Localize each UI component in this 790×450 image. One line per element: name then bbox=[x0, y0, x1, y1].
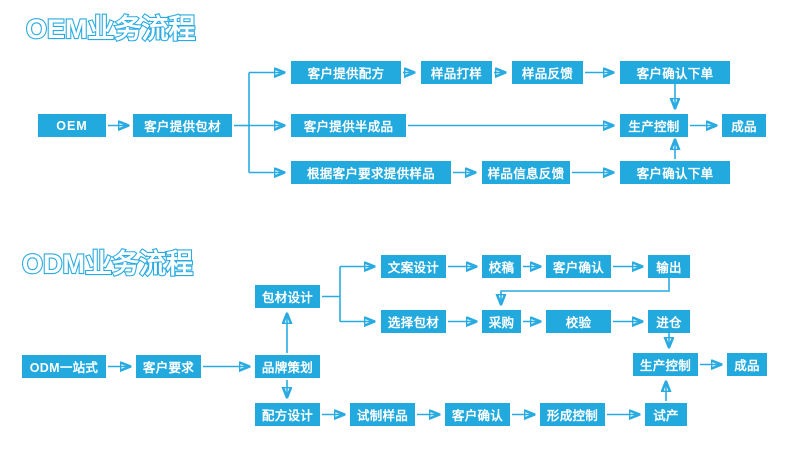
node-odm-copy-3[interactable]: 客户确认 bbox=[546, 255, 611, 278]
node-odm-start[interactable]: ODM一站式 bbox=[22, 355, 106, 378]
node-odm-form-2[interactable]: 试制样品 bbox=[350, 403, 415, 426]
node-oem-stage2[interactable]: 客户提供包材 bbox=[133, 114, 232, 137]
node-oem-b3-s3[interactable]: 客户确认下单 bbox=[620, 161, 730, 184]
node-oem-start[interactable]: OEM bbox=[38, 114, 106, 137]
node-odm-form-3[interactable]: 客户确认 bbox=[445, 403, 510, 426]
node-oem-b1-s2[interactable]: 样品打样 bbox=[421, 61, 492, 84]
node-oem-production[interactable]: 生产控制 bbox=[620, 114, 688, 137]
node-odm-mat-4[interactable]: 进仓 bbox=[648, 310, 690, 333]
node-odm-copy-1[interactable]: 文案设计 bbox=[381, 255, 446, 278]
section-title-oem: OEM业务流程 bbox=[25, 14, 197, 44]
node-odm-production[interactable]: 生产控制 bbox=[633, 353, 698, 376]
node-odm-packaging[interactable]: 包材设计 bbox=[255, 285, 320, 308]
node-odm-mat-3[interactable]: 校验 bbox=[546, 310, 611, 333]
node-odm-requirement[interactable]: 客户要求 bbox=[136, 355, 201, 378]
node-odm-copy-4[interactable]: 输出 bbox=[648, 255, 690, 278]
node-odm-form-5[interactable]: 试产 bbox=[645, 403, 687, 426]
node-odm-mat-2[interactable]: 采购 bbox=[482, 310, 521, 333]
node-odm-mat-1[interactable]: 选择包材 bbox=[381, 310, 446, 333]
node-odm-form-1[interactable]: 配方设计 bbox=[255, 403, 320, 426]
section-title-odm: ODM业务流程 bbox=[21, 249, 194, 279]
node-oem-b1-s3[interactable]: 样品反馈 bbox=[512, 61, 583, 84]
node-oem-finished[interactable]: 成品 bbox=[722, 114, 766, 137]
node-oem-b2-s1[interactable]: 客户提供半成品 bbox=[291, 114, 406, 137]
wire-odm-output-to-purchase bbox=[501, 278, 670, 304]
node-odm-planning[interactable]: 品牌策划 bbox=[255, 355, 320, 378]
node-odm-form-4[interactable]: 形成控制 bbox=[540, 403, 605, 426]
node-odm-finished[interactable]: 成品 bbox=[727, 353, 767, 376]
node-odm-copy-2[interactable]: 校稿 bbox=[482, 255, 521, 278]
node-oem-b1-s4[interactable]: 客户确认下单 bbox=[620, 61, 730, 84]
node-oem-b3-s1[interactable]: 根据客户要求提供样品 bbox=[291, 161, 451, 184]
node-oem-b3-s2[interactable]: 样品信息反馈 bbox=[482, 161, 570, 184]
node-oem-b1-s1[interactable]: 客户提供配方 bbox=[291, 61, 401, 84]
